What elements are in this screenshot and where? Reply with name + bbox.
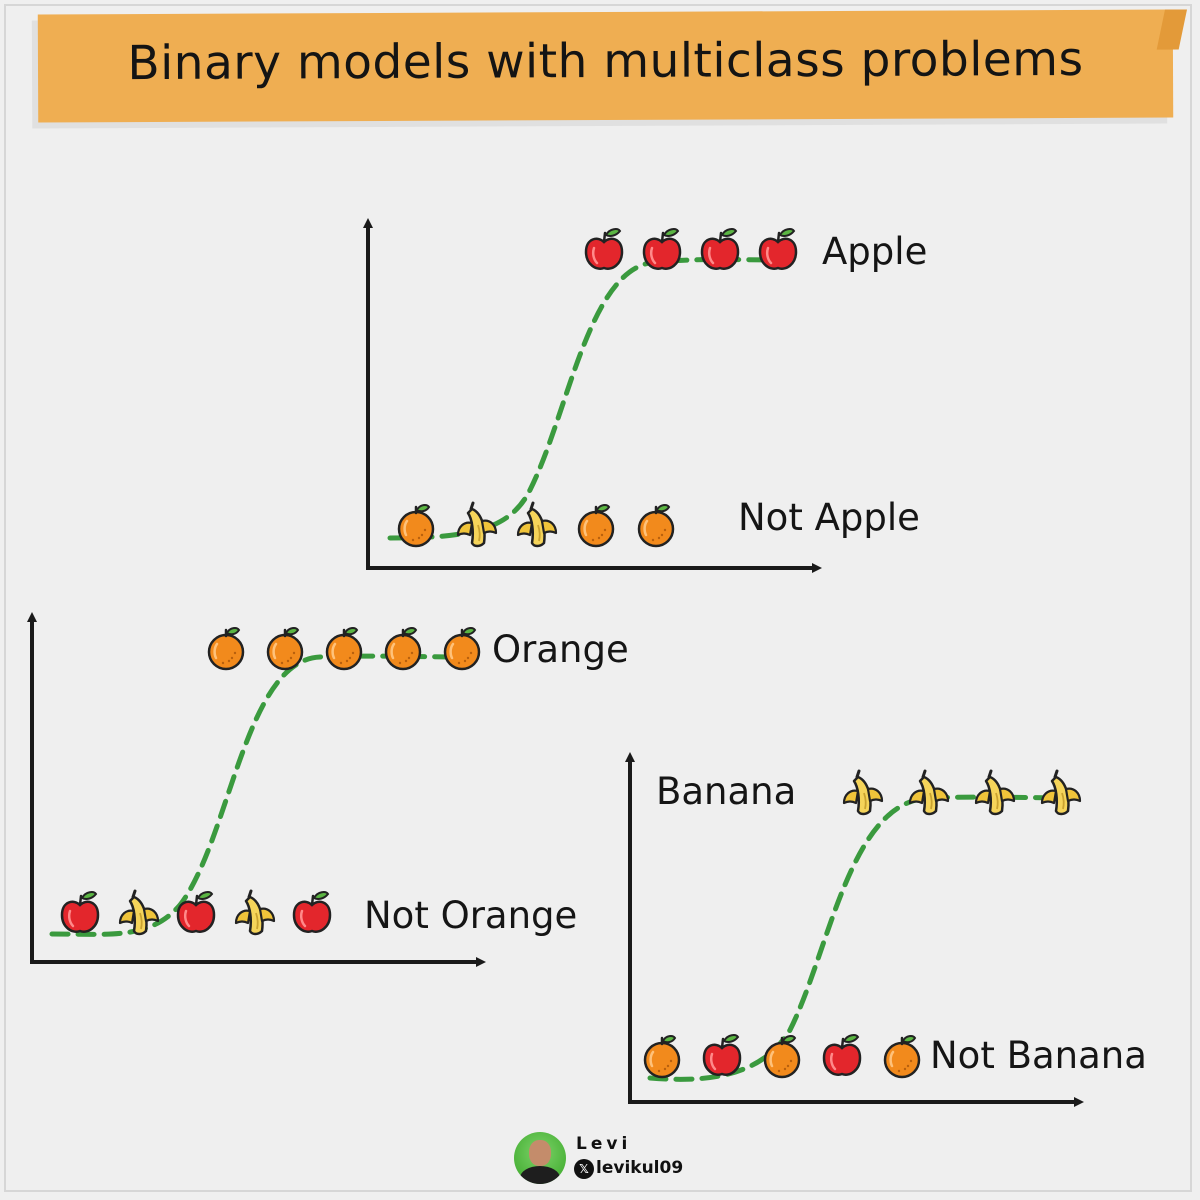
orange-icon <box>883 1035 921 1079</box>
orange-icon <box>577 504 615 548</box>
orange-icon <box>384 627 422 671</box>
apple-icon <box>642 228 682 270</box>
author-name: Levi <box>576 1134 632 1154</box>
banana-icon <box>516 501 558 548</box>
banana-icon <box>974 769 1016 816</box>
panel-banana: Banana Not Banana <box>625 752 1147 1107</box>
sigmoid-curve <box>387 257 788 541</box>
orange-icon <box>443 627 481 671</box>
panel-orange: Orange Not Orange <box>27 612 629 967</box>
orange-icon <box>763 1035 801 1079</box>
positive-fruit-row <box>842 769 1082 816</box>
apple-icon <box>700 228 740 270</box>
banana-icon <box>456 501 498 548</box>
negative-label: Not Orange <box>364 894 577 937</box>
orange-icon <box>207 627 245 671</box>
apple-icon <box>292 891 332 933</box>
author-handle[interactable]: levikul09 <box>596 1158 684 1178</box>
positive-fruit-row <box>584 228 798 270</box>
banana-icon <box>234 889 276 936</box>
panel-apple: Apple Not Apple <box>363 218 927 573</box>
positive-label: Orange <box>492 628 629 671</box>
apple-icon <box>60 891 100 933</box>
negative-fruit-row <box>643 1034 921 1079</box>
banana-icon <box>908 769 950 816</box>
banana-icon <box>1040 769 1082 816</box>
positive-label: Banana <box>656 770 796 813</box>
sigmoid-curve <box>49 653 465 937</box>
orange-icon <box>637 504 675 548</box>
negative-label: Not Banana <box>930 1034 1147 1077</box>
banana-icon <box>118 889 160 936</box>
author-avatar <box>514 1132 566 1184</box>
page-frame <box>4 4 1192 1192</box>
x-logo-icon[interactable]: 𝕏 <box>574 1159 594 1179</box>
banana-icon <box>842 769 884 816</box>
apple-icon <box>822 1034 862 1076</box>
author-credit: Levi 𝕏 levikul09 <box>514 1132 714 1188</box>
negative-fruit-row <box>397 501 675 548</box>
apple-icon <box>702 1034 742 1076</box>
negative-fruit-row <box>60 889 332 936</box>
positive-label: Apple <box>822 230 927 273</box>
orange-icon <box>325 627 363 671</box>
orange-icon <box>397 504 435 548</box>
apple-icon <box>176 891 216 933</box>
orange-icon <box>643 1035 681 1079</box>
apple-icon <box>584 228 624 270</box>
positive-fruit-row <box>207 627 481 671</box>
orange-icon <box>266 627 304 671</box>
apple-icon <box>758 228 798 270</box>
negative-label: Not Apple <box>738 496 920 539</box>
